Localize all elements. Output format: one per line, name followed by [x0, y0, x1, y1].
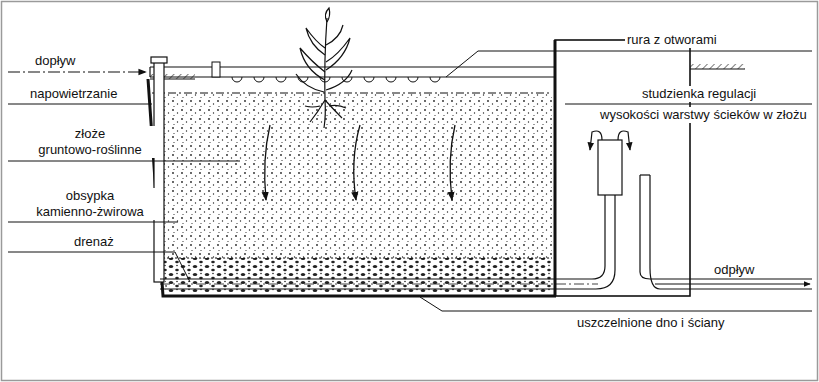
- part-label: wysokości warstwy ścieków w złożu: [598, 107, 809, 123]
- part-label: drenaż: [72, 234, 116, 250]
- part-label: dopływ: [33, 53, 77, 69]
- part-label: uszczelnione dno i ściany: [575, 315, 726, 331]
- part-label: odpływ: [712, 262, 756, 278]
- part-label: złoże gruntowo-roślinne: [23, 126, 157, 158]
- part-label: obsypka kamienno-żwirowa: [23, 188, 157, 220]
- part-label: studzienka regulacji: [640, 86, 758, 102]
- part-label: napowietrzanie: [28, 86, 119, 102]
- part-label: rura z otworami: [625, 32, 719, 48]
